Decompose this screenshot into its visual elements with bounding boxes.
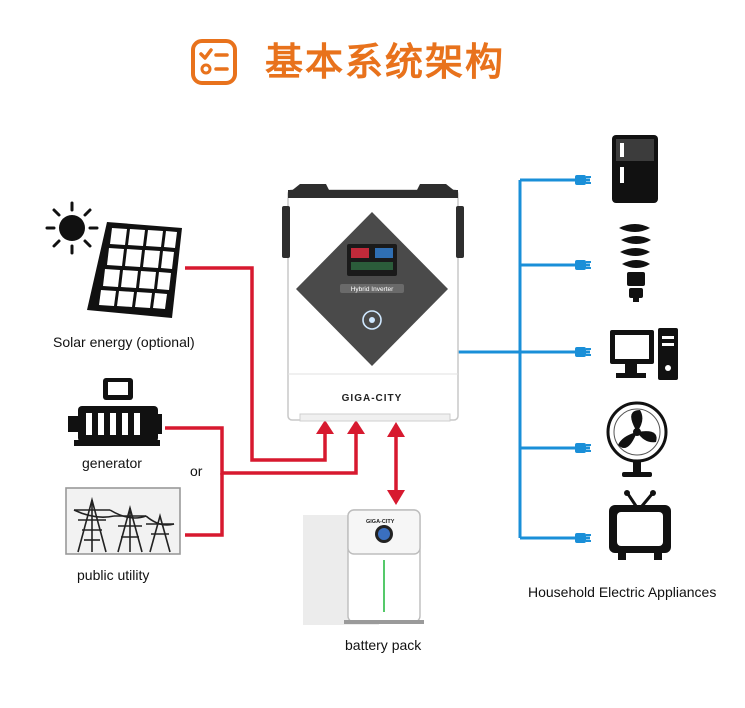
refrigerator-icon bbox=[612, 135, 658, 203]
bulb-icon bbox=[619, 224, 651, 302]
header: 基本系统架构 bbox=[0, 30, 745, 90]
battery-brand: GIGA-CITY bbox=[366, 519, 395, 525]
utility-label: public utility bbox=[77, 567, 150, 583]
tv-icon bbox=[609, 490, 671, 560]
appliances-label: Household Electric Appliances bbox=[528, 584, 717, 600]
sun-icon bbox=[45, 201, 99, 255]
fan-icon bbox=[606, 401, 668, 477]
input-lines bbox=[165, 266, 358, 537]
battery-arrow bbox=[387, 422, 405, 505]
output-lines bbox=[458, 178, 590, 540]
input-arrows bbox=[316, 420, 365, 434]
generator-label: generator bbox=[82, 455, 142, 471]
checklist-icon bbox=[191, 39, 237, 85]
inverter-brand: GIGA-CITY bbox=[342, 393, 403, 404]
pylon-icon bbox=[65, 487, 181, 555]
computer-icon bbox=[610, 328, 678, 380]
generator-icon bbox=[68, 378, 162, 446]
or-label: or bbox=[190, 463, 203, 479]
solar-label: Solar energy (optional) bbox=[53, 334, 195, 350]
page-title: 基本系统架构 bbox=[265, 40, 506, 84]
plug-icons bbox=[575, 175, 591, 543]
panel-label: Hybrid Inverter bbox=[351, 286, 394, 293]
battery-device: GIGA-CITY bbox=[303, 509, 424, 625]
battery-label: battery pack bbox=[345, 637, 422, 653]
solar-panel-icon bbox=[87, 222, 182, 318]
inverter-device: Hybrid Inverter GIGA-CITY bbox=[282, 184, 464, 422]
